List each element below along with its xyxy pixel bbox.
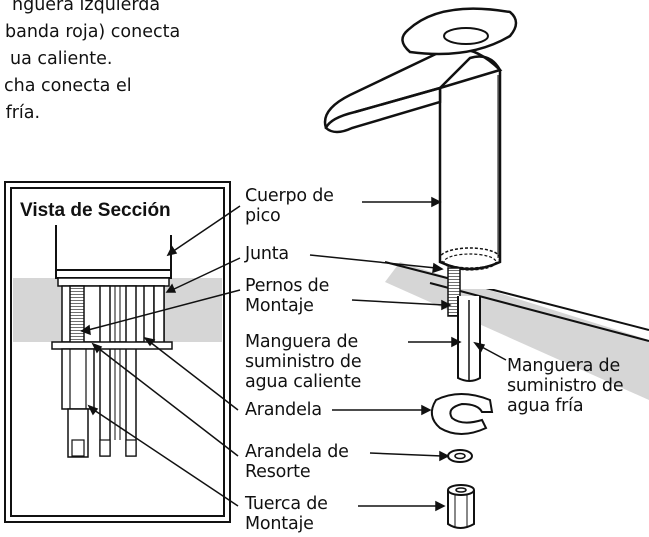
intro-line: nguera izquierda	[12, 0, 161, 15]
c-washer	[430, 393, 494, 435]
intro-line: cha conecta el	[4, 76, 132, 96]
intro-line: fría.	[0, 103, 41, 123]
gasket	[439, 247, 501, 269]
mounting-nut-section	[61, 348, 95, 410]
washer-section	[51, 341, 173, 350]
section-view	[4, 181, 231, 523]
intro-line: ua caliente.	[10, 49, 113, 69]
label-arandela-de-resorte: Arandela de Resorte	[245, 442, 349, 482]
label-manguera-fria: Manguera de suministro de agua fría	[507, 356, 624, 416]
label-tuerca-de-montaje: Tuerca de Montaje	[245, 494, 328, 534]
label-junta: Junta	[245, 244, 289, 264]
intro-line: banda roja) conecta	[5, 22, 181, 42]
gasket-section	[57, 277, 170, 287]
label-arandela: Arandela	[245, 400, 322, 420]
spout-body	[438, 55, 502, 271]
label-pernos-de-montaje: Pernos de Montaje	[245, 276, 330, 316]
hose-section	[99, 285, 111, 457]
intro-text: nguera izquierda banda roja) conecta ua …	[0, 0, 180, 127]
spout-arm	[324, 86, 442, 134]
label-cuerpo-de-pico: Cuerpo de pico	[245, 186, 334, 226]
label-manguera-caliente: Manguera de suministro de agua caliente	[245, 332, 362, 392]
faucet-illustration	[323, 7, 649, 529]
leader-lines	[80, 196, 507, 512]
spout-base	[55, 269, 172, 279]
section-view-title: Vista de Sección	[20, 200, 171, 221]
